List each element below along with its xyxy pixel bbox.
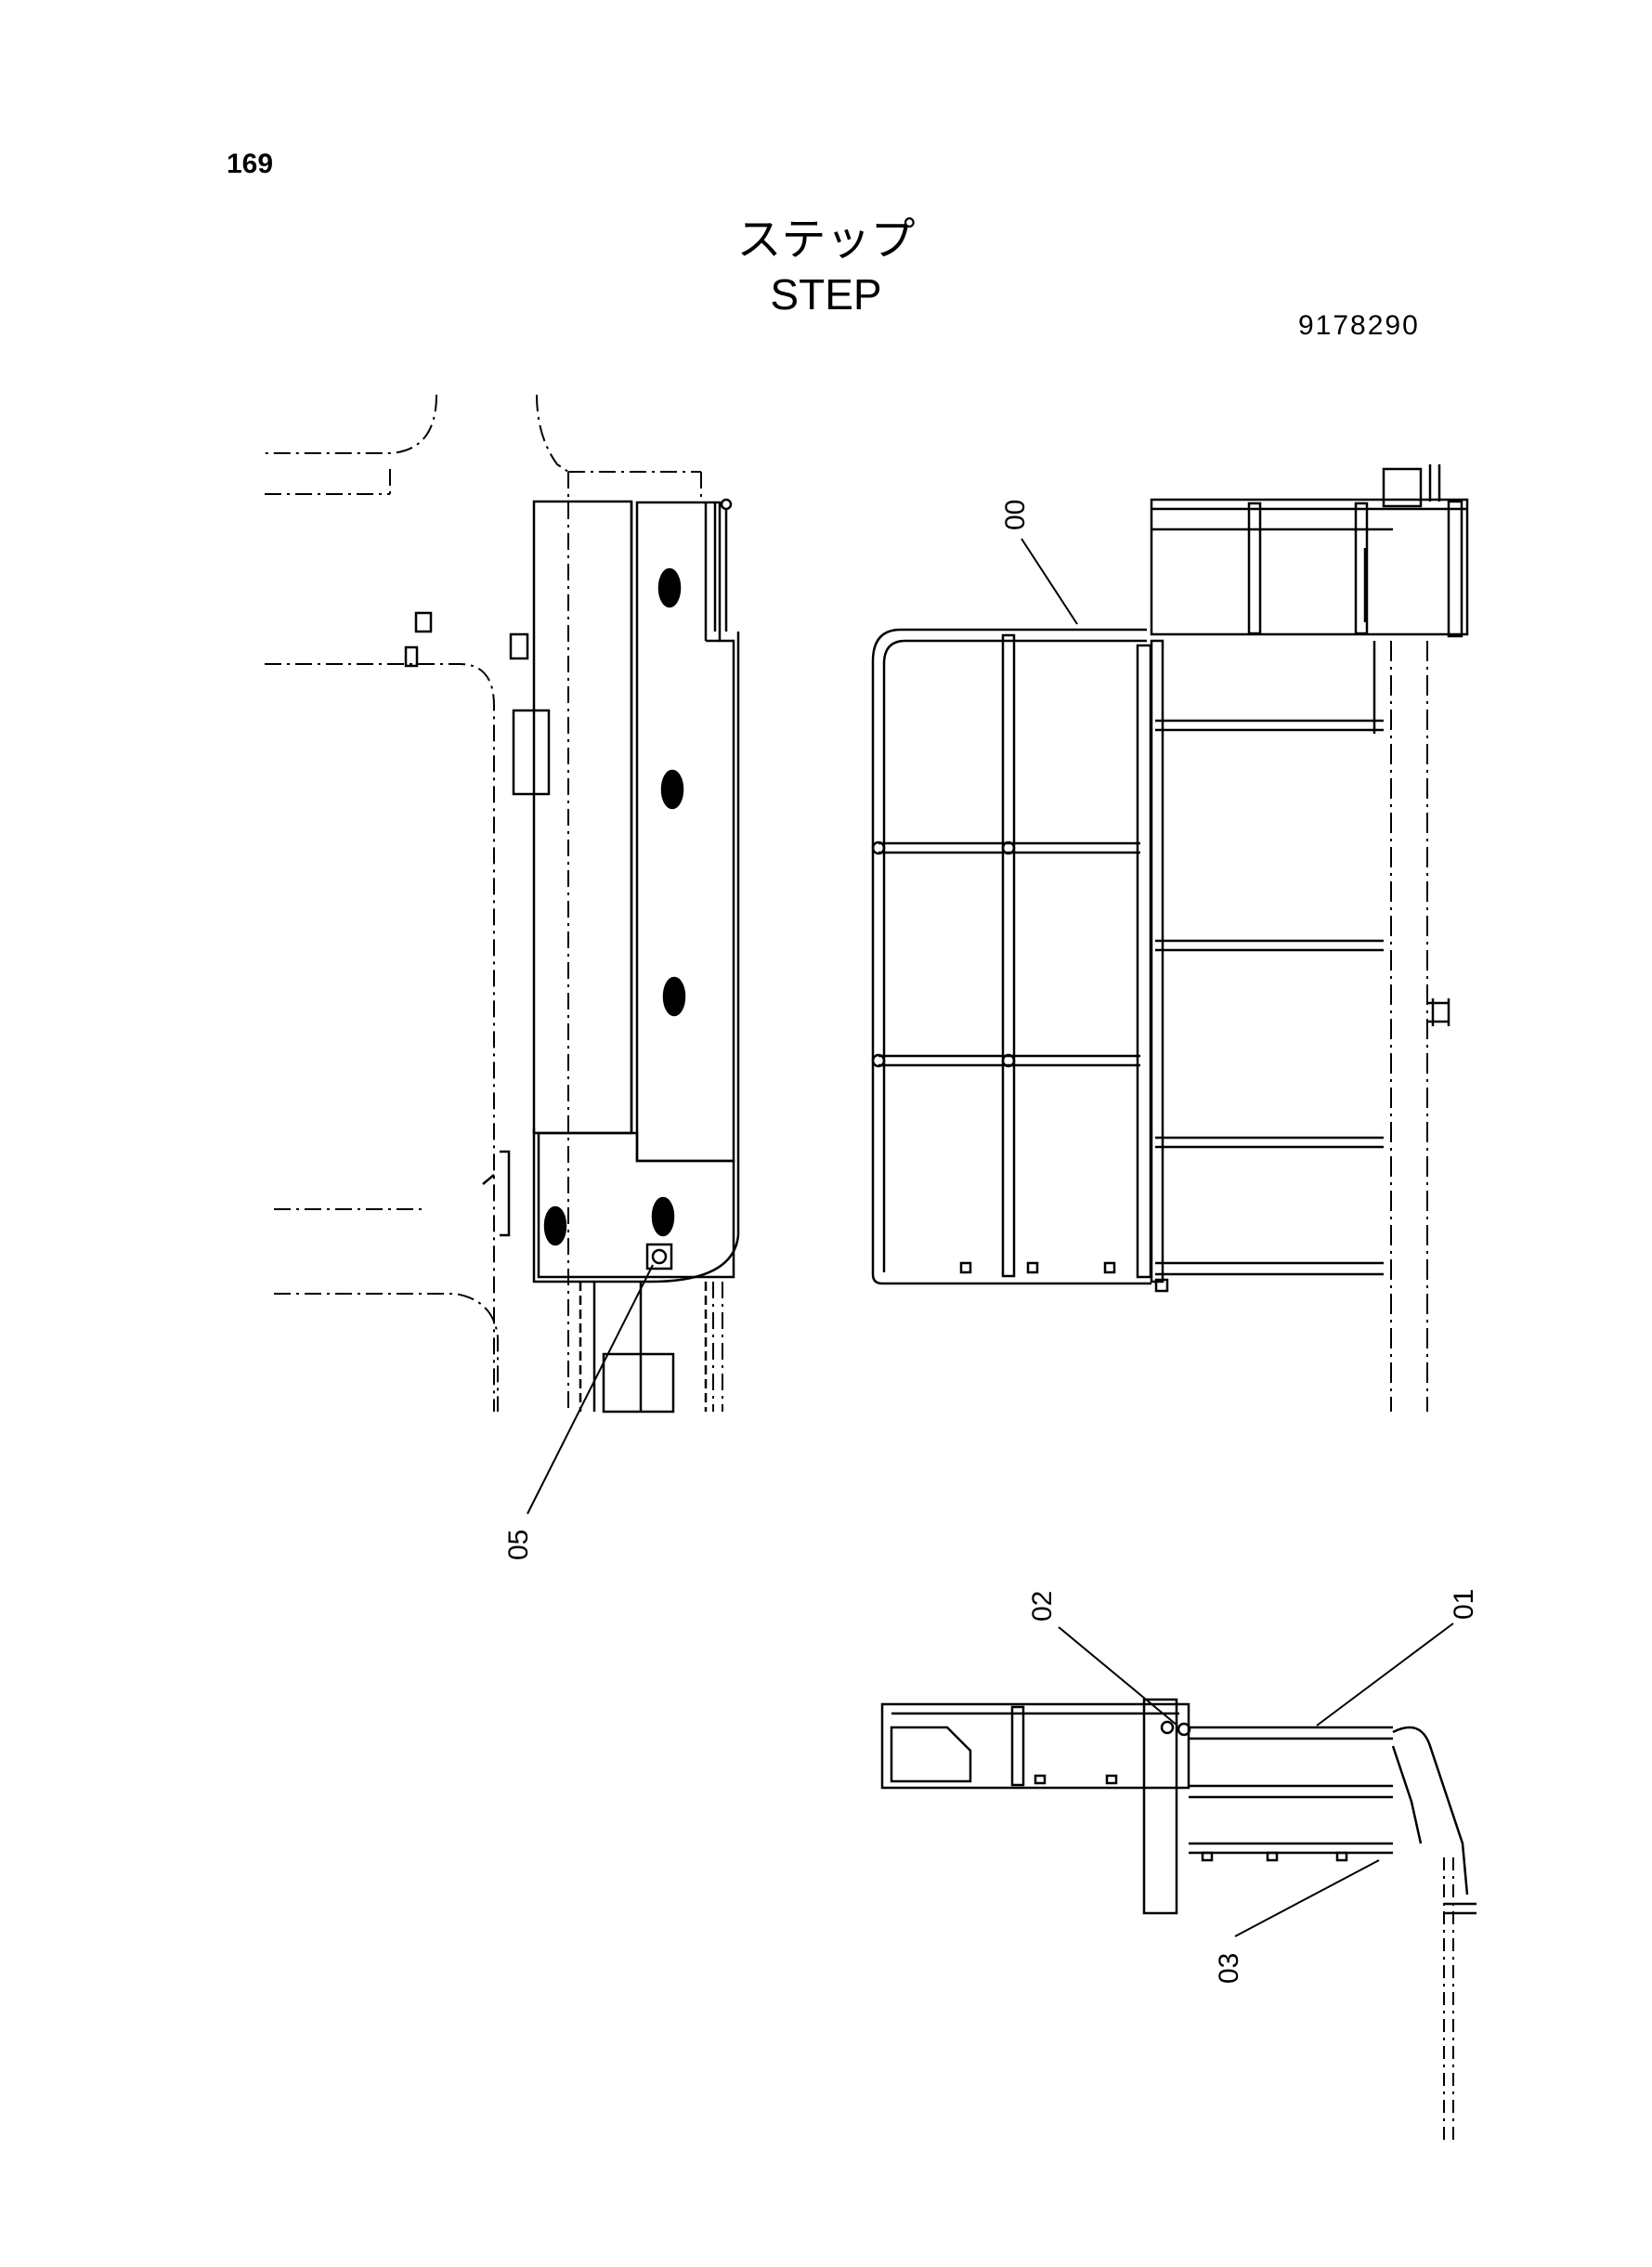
callout-03: 03 bbox=[1214, 1953, 1244, 1984]
callout-01: 01 bbox=[1449, 1589, 1479, 1620]
page-number: 169 bbox=[227, 149, 274, 179]
callout-02: 02 bbox=[1027, 1591, 1058, 1622]
step-rear-view bbox=[880, 1698, 1476, 2145]
step-top-view bbox=[265, 394, 740, 1414]
callout-05: 05 bbox=[503, 1530, 534, 1560]
callout-00: 00 bbox=[1000, 500, 1031, 530]
part-number: 9178290 bbox=[1298, 310, 1420, 341]
title-japanese: ステップ bbox=[736, 214, 916, 266]
title-english: STEP bbox=[770, 270, 882, 319]
step-side-view bbox=[871, 464, 1469, 1412]
